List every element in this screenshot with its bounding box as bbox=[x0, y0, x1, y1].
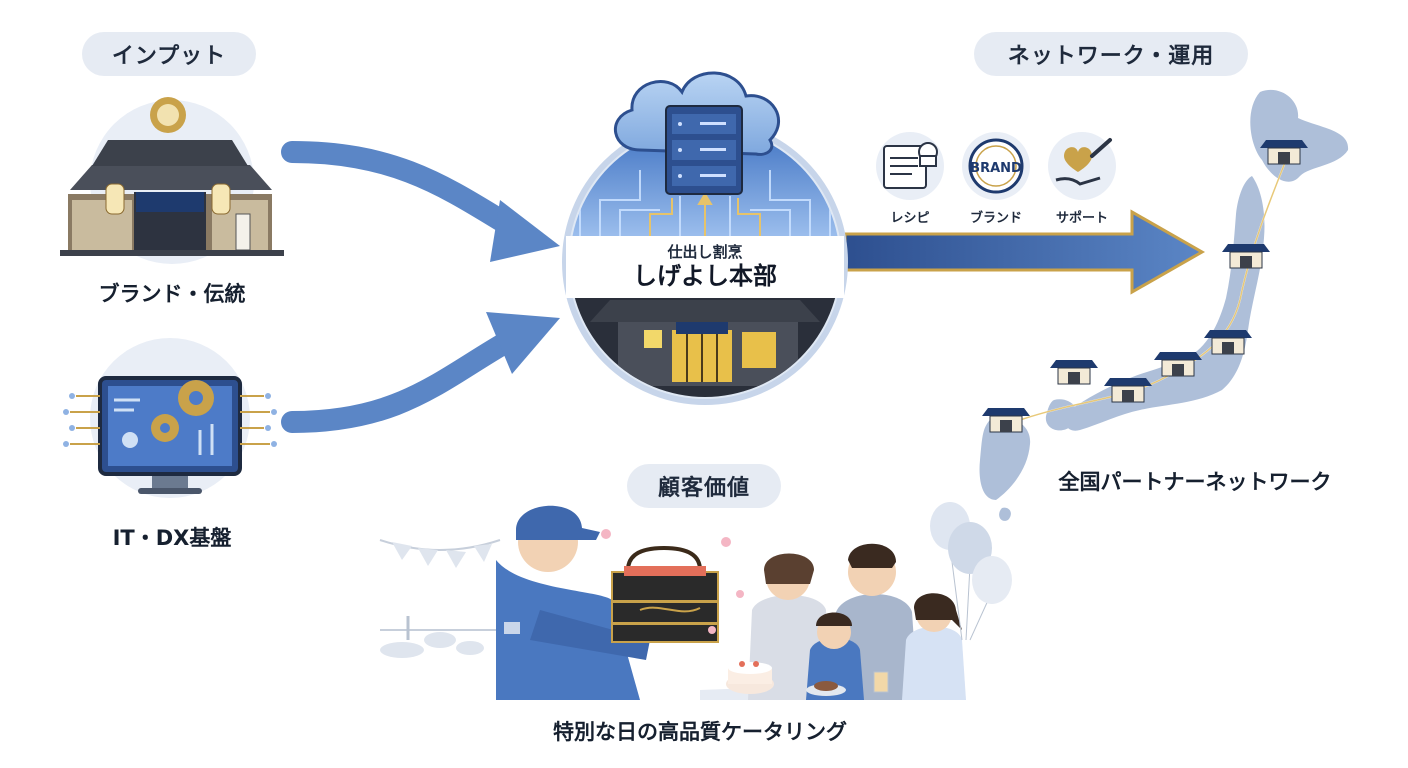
partner-house-icon bbox=[1204, 330, 1252, 355]
cloud-server-icon bbox=[614, 71, 781, 195]
section-pill-value: 顧客価値 bbox=[627, 464, 781, 508]
it-dx-illustration bbox=[63, 338, 277, 498]
input-arrow-top bbox=[281, 141, 560, 262]
input-label-it-dx: IT・DX基盤 bbox=[112, 526, 232, 550]
section-pill-input: インプット bbox=[82, 32, 256, 76]
balloons bbox=[930, 502, 1012, 641]
input-arrow-bottom bbox=[281, 312, 560, 433]
network-arrow bbox=[843, 209, 1206, 295]
network-caption: 全国パートナーネットワーク bbox=[1058, 470, 1332, 494]
section-pill-network: ネットワーク・運用 bbox=[974, 32, 1248, 76]
network-label-support: サポート bbox=[1055, 211, 1108, 226]
hq-title: しげよし本部 bbox=[633, 262, 777, 290]
bento-box bbox=[611, 545, 719, 643]
catering-scene-illustration bbox=[379, 502, 1012, 700]
brand-badge-text: BRAND bbox=[970, 161, 1022, 176]
hq-label: 仕出し割烹 しげよし本部 bbox=[566, 236, 844, 298]
partner-house-icon bbox=[1154, 352, 1202, 377]
value-caption: 特別な日の高品質ケータリング bbox=[553, 720, 847, 744]
recipe-icon bbox=[876, 132, 944, 200]
network-label-brand: ブランド bbox=[969, 211, 1022, 226]
brand-tradition-illustration bbox=[60, 97, 284, 264]
family-group bbox=[700, 543, 966, 700]
hq-subtitle: 仕出し割烹 bbox=[667, 243, 743, 261]
partner-house-icon bbox=[1050, 360, 1098, 385]
partner-house-icon bbox=[1260, 140, 1308, 165]
input-label-brand-tradition: ブランド・伝統 bbox=[98, 282, 246, 306]
brand-badge-icon: BRAND bbox=[962, 132, 1030, 200]
partner-house-icon bbox=[982, 408, 1030, 433]
partner-house-icon bbox=[1104, 378, 1152, 403]
support-hand-icon bbox=[1048, 132, 1116, 200]
network-label-recipe: レシピ bbox=[890, 211, 930, 226]
delivery-person bbox=[496, 505, 650, 700]
partner-house-icon bbox=[1222, 244, 1270, 269]
